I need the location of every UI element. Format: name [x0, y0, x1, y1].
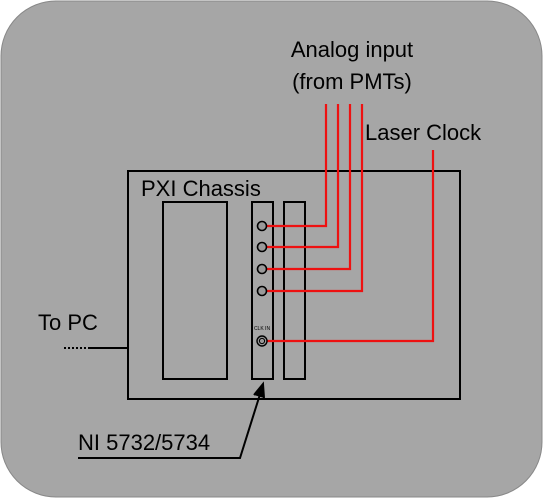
- analog-line-1: [266, 104, 328, 228]
- clk-in-connector: [256, 335, 268, 347]
- laser-clock-line: [266, 150, 435, 343]
- connector-4: [256, 285, 268, 297]
- analog-line-2: [266, 104, 340, 249]
- clk-in-label: CLK IN: [254, 326, 271, 332]
- from-pmts-label: (from PMTs): [292, 69, 412, 94]
- card-label: NI 5732/5734: [78, 430, 210, 455]
- connector-2: [256, 241, 268, 253]
- to-pc-label: To PC: [38, 310, 98, 335]
- laser-clock-label: Laser Clock: [365, 120, 482, 145]
- analog-input-lines: [266, 104, 364, 293]
- analog-line-4: [266, 104, 364, 293]
- chassis-label: PXI Chassis: [141, 176, 261, 201]
- analog-line-3: [266, 104, 352, 271]
- connector-1: [256, 220, 268, 232]
- analog-connectors: [256, 220, 268, 297]
- analog-input-label: Analog input: [291, 37, 413, 62]
- connector-3: [256, 263, 268, 275]
- card-pointer: [78, 381, 265, 459]
- module-large: [162, 201, 228, 380]
- pxi-chassis: [127, 170, 461, 400]
